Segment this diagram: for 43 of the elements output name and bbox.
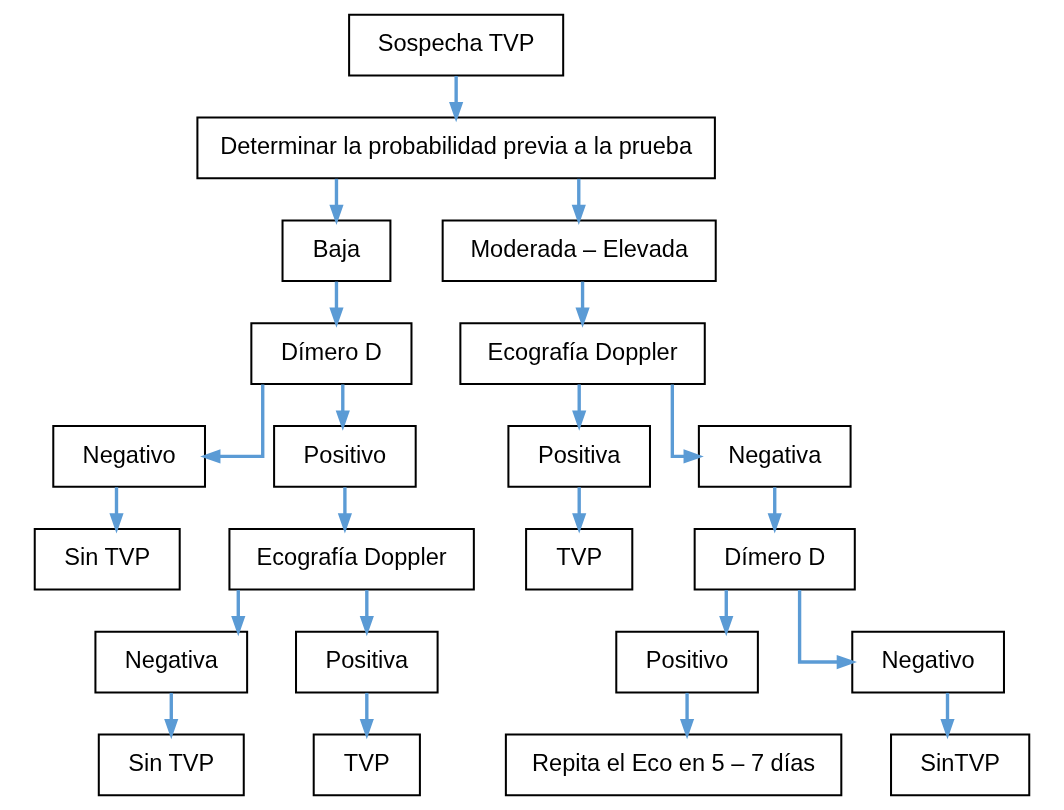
arrow — [231, 590, 246, 637]
arrow — [449, 75, 464, 123]
node-box: Positivo — [615, 630, 759, 694]
arrow — [359, 692, 374, 740]
arrow — [680, 692, 695, 740]
arrow — [767, 487, 782, 534]
arrow — [572, 384, 587, 431]
node-box: Positivo — [273, 425, 417, 488]
arrow — [164, 692, 179, 740]
node-box: Sin TVP — [97, 733, 245, 797]
arrow — [359, 590, 374, 637]
arrow — [575, 281, 590, 328]
arrow — [335, 384, 350, 431]
node-box: Dímero D — [693, 527, 856, 591]
node-box: Negativo — [52, 425, 206, 488]
node-box: Baja — [281, 219, 392, 283]
arrow — [797, 590, 857, 670]
arrow — [571, 178, 586, 226]
node-box: Moderada – Elevada — [441, 219, 717, 283]
node-box: Positiva — [507, 425, 651, 488]
arrow — [329, 178, 344, 226]
node-box: Negativa — [94, 630, 249, 694]
node-box: SinTVP — [890, 733, 1031, 797]
arrow — [940, 692, 955, 740]
node-box: Repita el Eco en 5 – 7 días — [504, 733, 843, 797]
arrow — [200, 384, 265, 464]
node-box: Sospecha TVP — [348, 13, 565, 77]
arrow — [337, 487, 352, 534]
node-box: Negativo — [851, 630, 1005, 694]
node-box: TVP — [312, 733, 421, 797]
arrow — [329, 281, 344, 328]
node-box: Positiva — [295, 630, 439, 694]
arrow — [670, 384, 704, 464]
node-box: Determinar la probabilidad previa a la prueba — [196, 116, 716, 180]
node-box: Dímero D — [250, 322, 413, 385]
node-box: TVP — [525, 527, 634, 591]
node-box: Negativa — [697, 425, 852, 488]
node-box: Ecografía Doppler — [459, 322, 706, 385]
arrow — [719, 590, 734, 637]
arrow — [572, 487, 587, 534]
node-box: Sin TVP — [33, 527, 181, 591]
node-box: Ecografía Doppler — [228, 527, 475, 591]
arrow — [109, 487, 124, 534]
